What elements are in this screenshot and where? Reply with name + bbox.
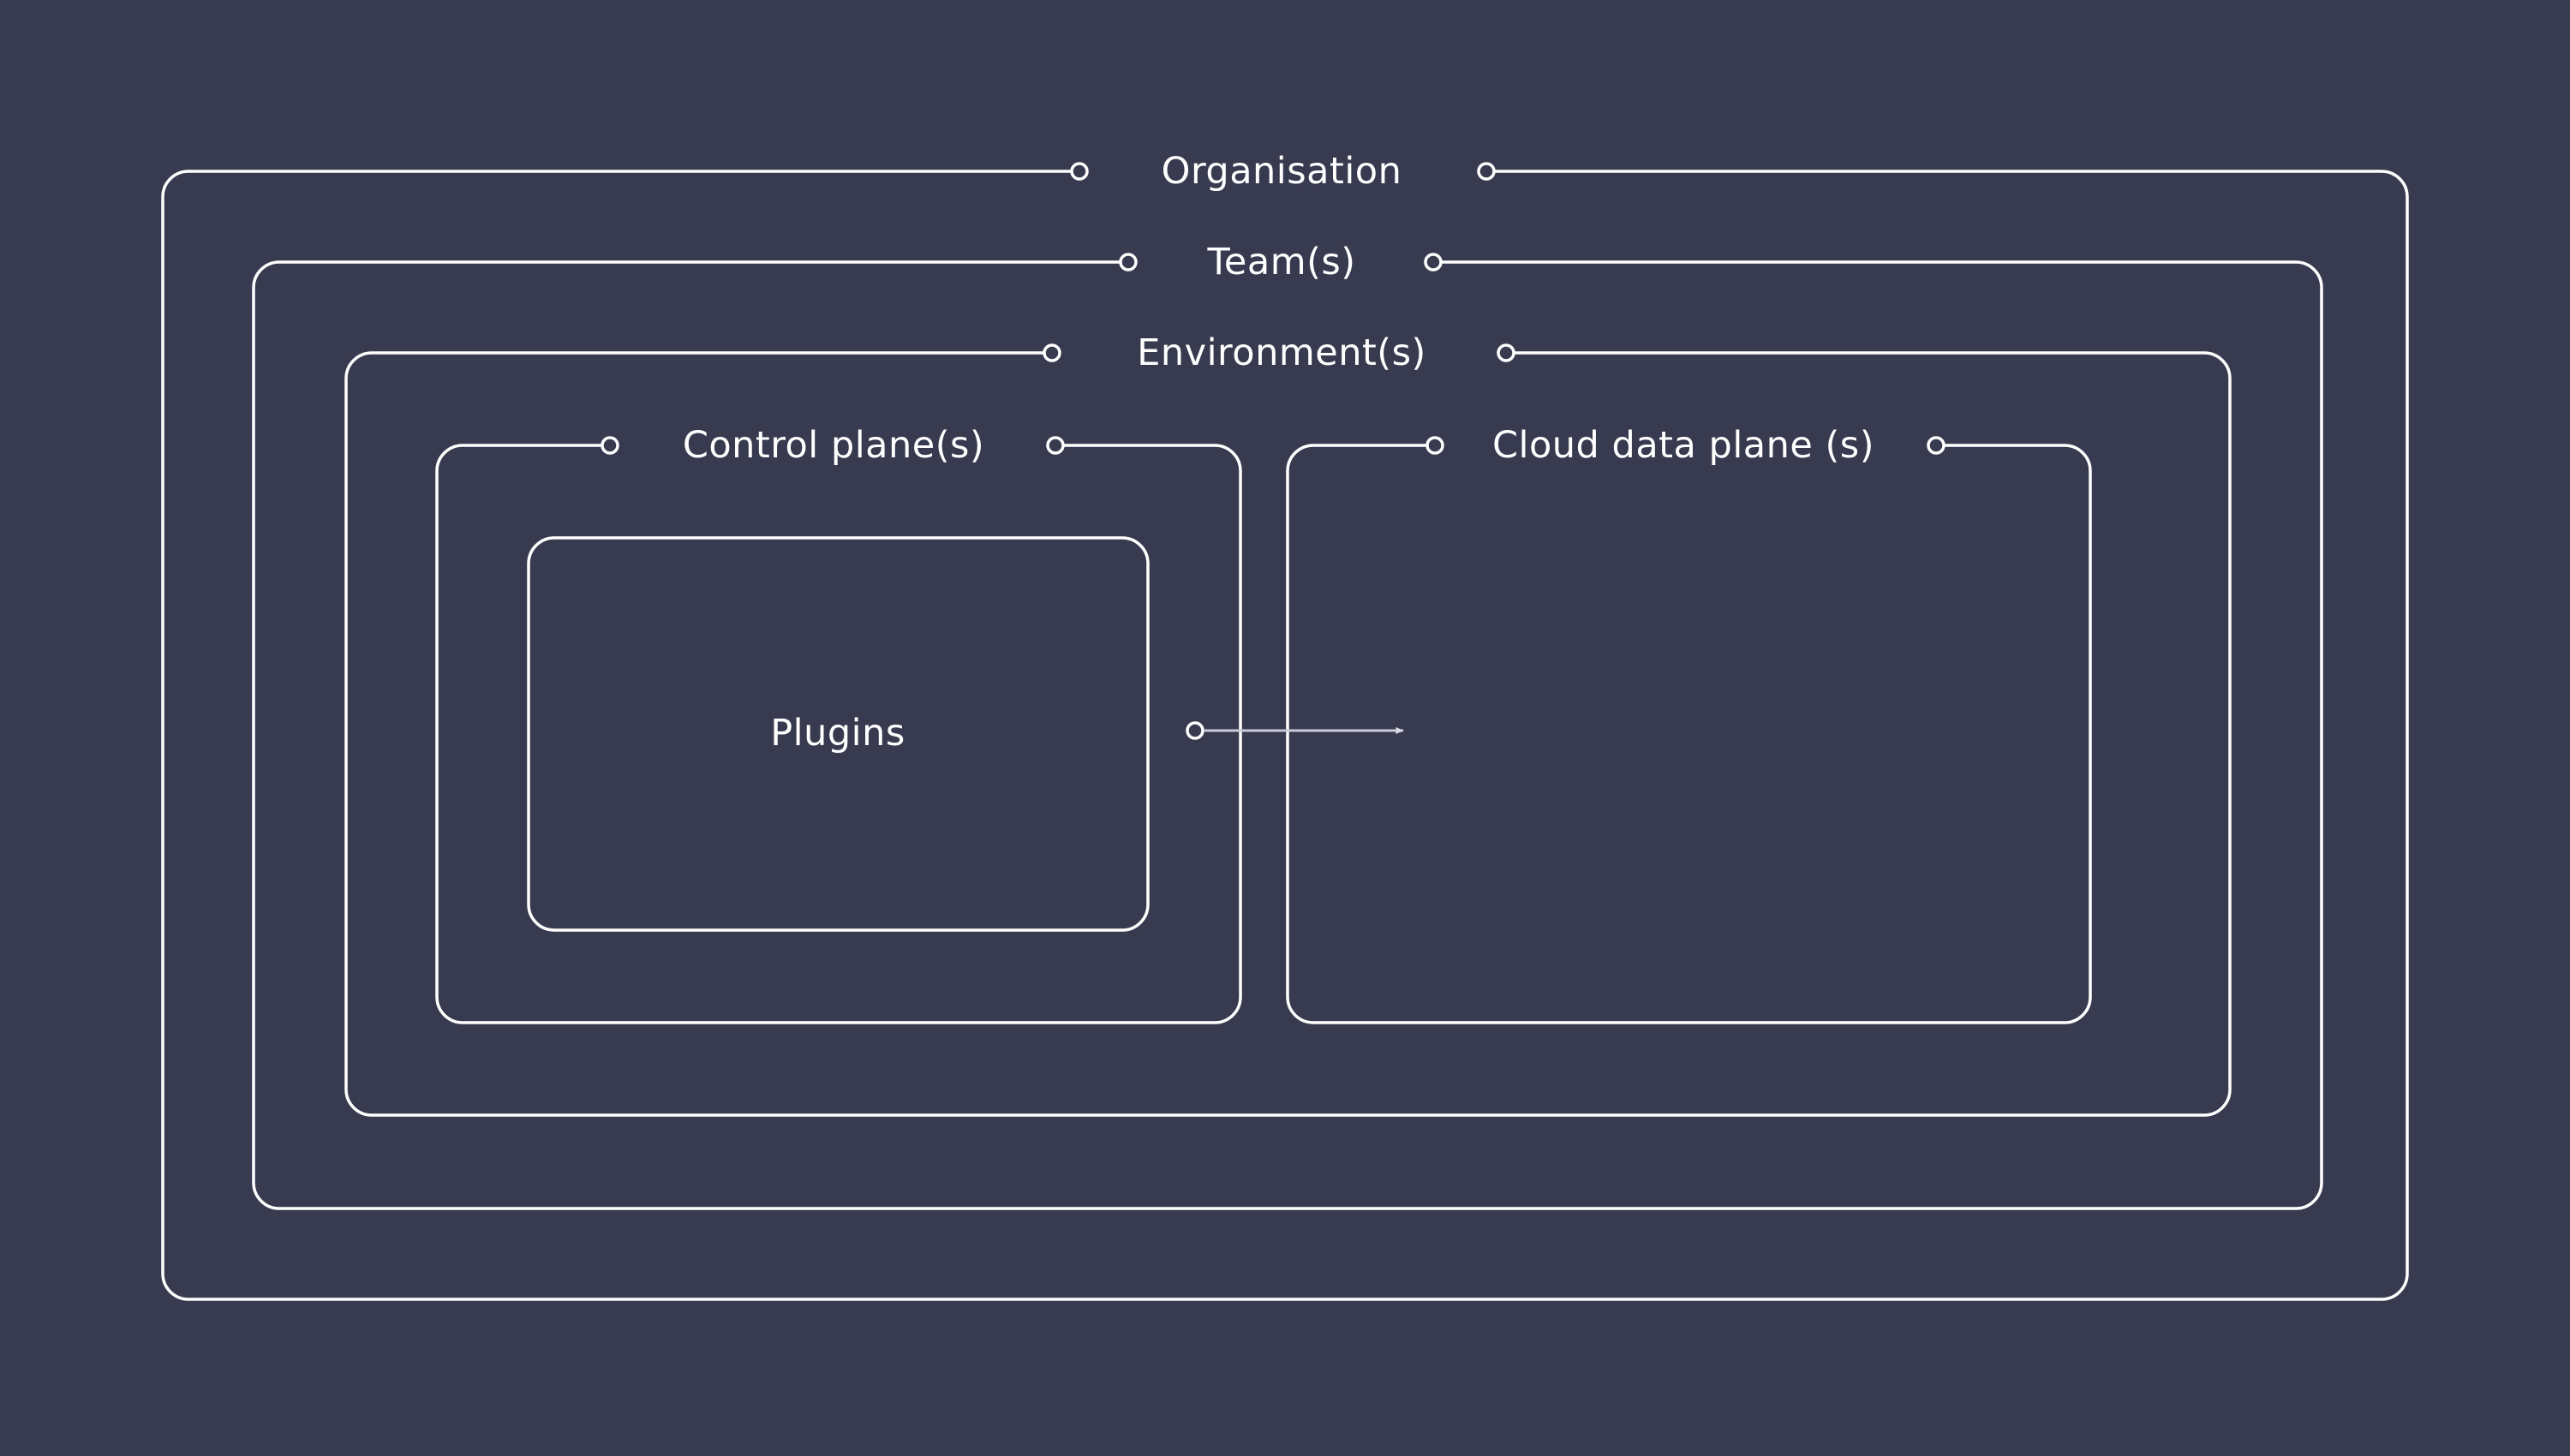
label-teams: Team(s) <box>1207 241 1356 283</box>
endpoint-dot-left-control-plane <box>601 436 619 455</box>
endpoint-dot-left-environments <box>1043 343 1061 362</box>
plugins-to-cloud-connector <box>1186 721 1404 740</box>
endpoint-dot-right-cloud-data-plane <box>1927 436 1945 455</box>
container-plugins <box>527 536 1150 932</box>
label-organisation: Organisation <box>1161 150 1402 193</box>
container-control-plane <box>435 444 1242 1024</box>
container-cloud-data-plane <box>1286 444 2092 1024</box>
endpoint-dot-left-cloud-data-plane <box>1425 436 1444 455</box>
label-cloud-data-plane: Cloud data plane (s) <box>1492 424 1874 467</box>
container-teams <box>252 260 2323 1210</box>
endpoint-dot-right-environments <box>1497 343 1515 362</box>
label-plugins: Plugins <box>770 712 905 755</box>
label-endpoint-dots <box>601 162 1945 455</box>
container-organisation <box>161 170 2409 1301</box>
endpoint-dot-right-organisation <box>1477 162 1496 181</box>
endpoint-dot-left-organisation <box>1070 162 1089 181</box>
endpoint-dot-right-control-plane <box>1046 436 1065 455</box>
container-environments <box>344 351 2232 1117</box>
endpoint-dot-left-teams <box>1119 253 1138 272</box>
endpoint-dot-right-teams <box>1424 253 1443 272</box>
container-outlines <box>161 170 2409 1301</box>
label-environments: Environment(s) <box>1137 331 1426 374</box>
connector-start-dot <box>1186 721 1204 740</box>
label-control-plane: Control plane(s) <box>682 424 985 467</box>
